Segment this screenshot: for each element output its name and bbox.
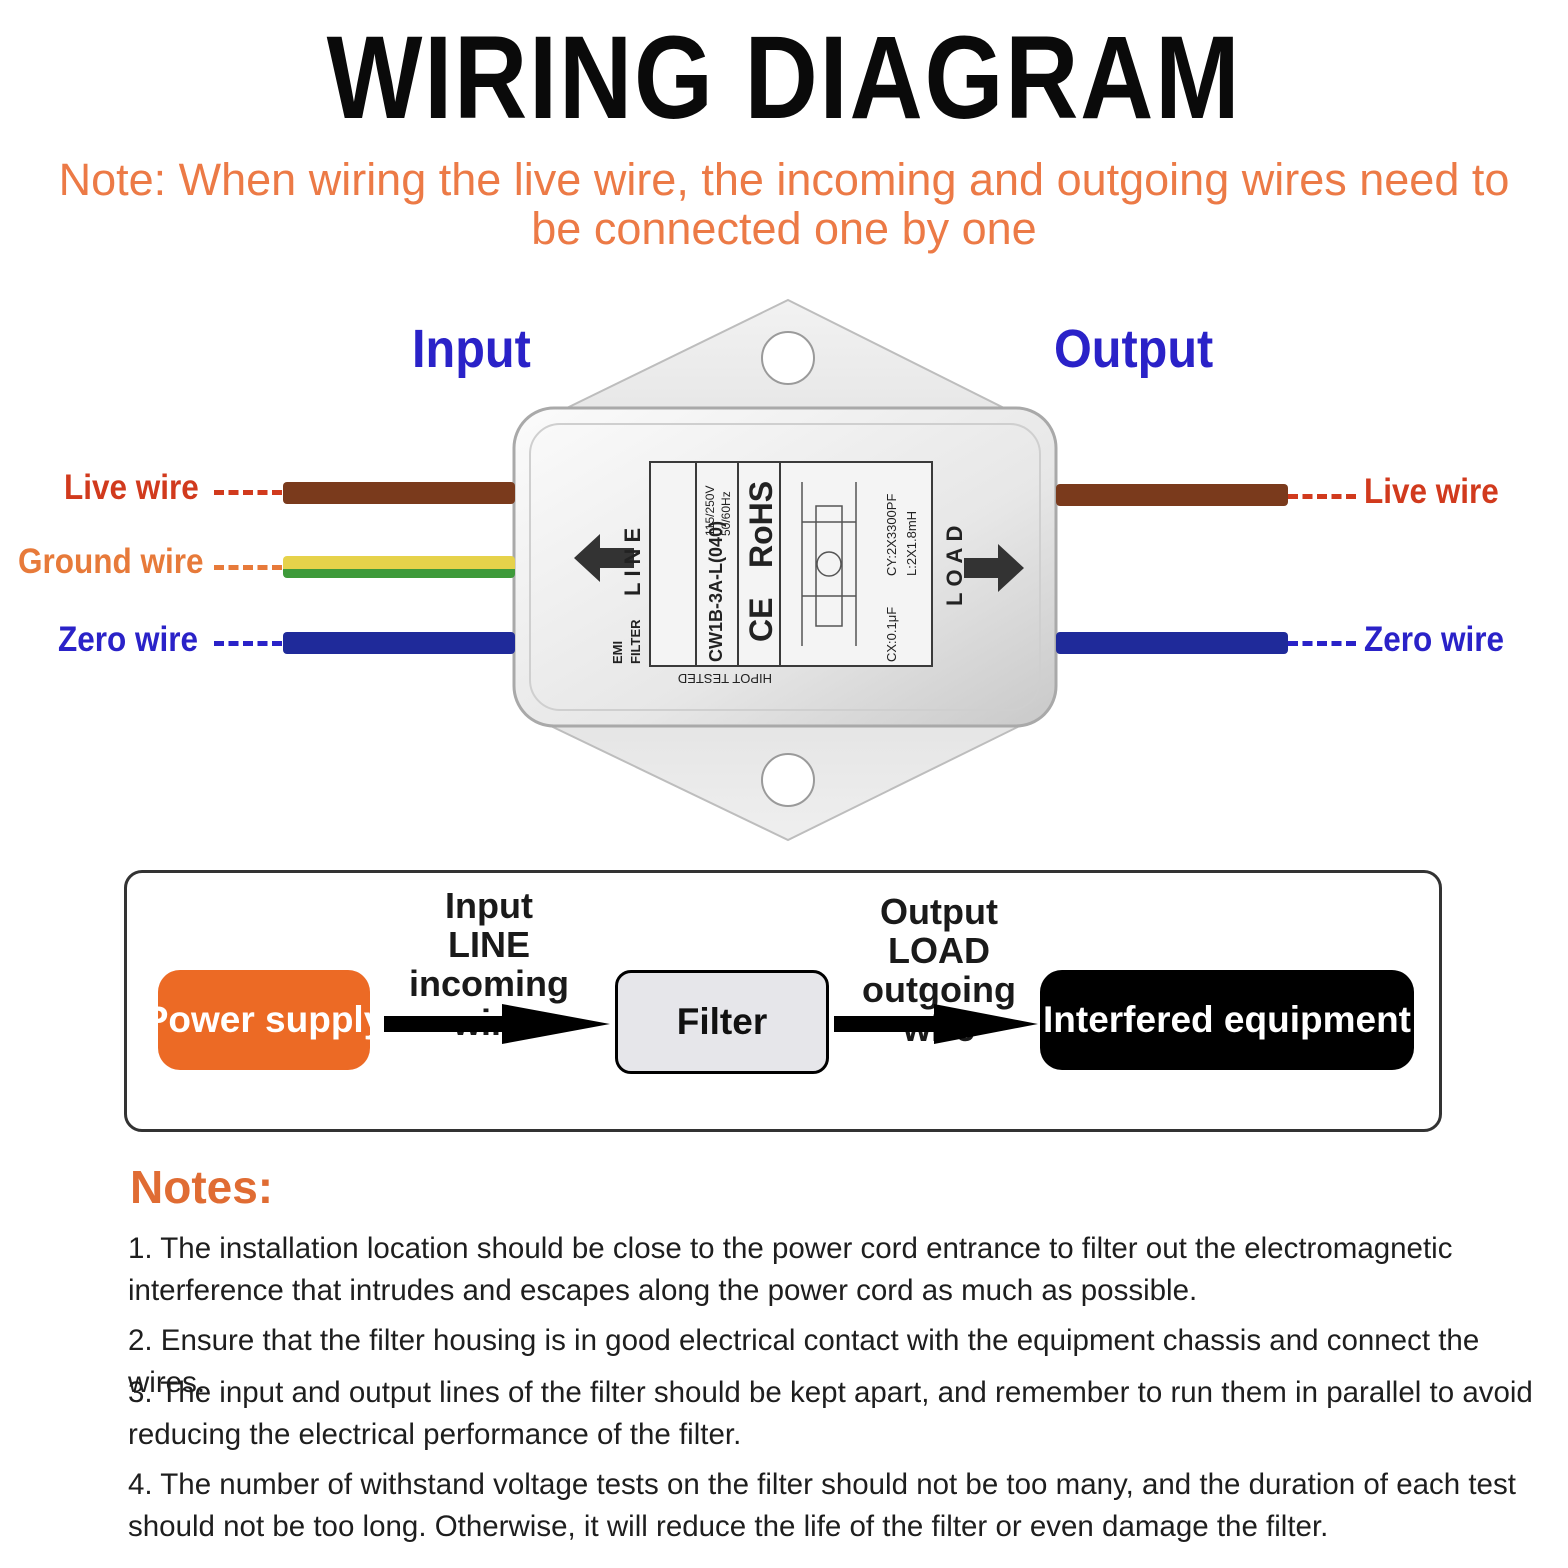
mounting-hole-top bbox=[761, 331, 815, 385]
output-flow-arrow-icon bbox=[834, 1004, 1038, 1044]
left-live-wire bbox=[283, 482, 515, 504]
right-live-wire bbox=[1056, 484, 1288, 506]
left-zero-label: Zero wire bbox=[58, 620, 199, 659]
left-live-label: Live wire bbox=[64, 468, 199, 507]
input-flow-label-line1: Input bbox=[445, 885, 533, 926]
model-text: CW1B-3A-L(040) bbox=[706, 521, 726, 662]
mounting-hole-bottom bbox=[761, 753, 815, 807]
cx-text: CX:0.1μF bbox=[884, 607, 899, 662]
input-flow-arrow-icon bbox=[384, 1004, 610, 1044]
cy-text: CY:2X3300PF bbox=[884, 494, 899, 576]
page-title: WIRING DIAGRAM bbox=[326, 12, 1242, 144]
signal-flow-box bbox=[124, 870, 1442, 1132]
rating-voltage: 115/250V bbox=[703, 486, 717, 537]
left-ground-dash bbox=[214, 565, 282, 570]
right-zero-dash bbox=[1288, 641, 1356, 646]
right-zero-label: Zero wire bbox=[1364, 620, 1505, 659]
left-live-dash bbox=[214, 490, 282, 495]
input-flow-label-line2: LINE incoming bbox=[409, 924, 569, 1004]
line-arrow-icon bbox=[574, 534, 634, 582]
filter-text: FILTER bbox=[628, 619, 643, 664]
rating-frequency: 50/60Hz bbox=[719, 491, 733, 536]
hipot-text: HIPOT TESTED bbox=[678, 671, 772, 686]
left-ground-wire bbox=[283, 556, 515, 578]
interfered-equipment-block: Interfered equipment bbox=[1040, 970, 1414, 1070]
left-zero-wire bbox=[283, 632, 515, 654]
power-supply-block: Power supply bbox=[144, 970, 384, 1070]
line-text: LINE bbox=[620, 522, 645, 596]
note-item-4: 4. The number of withstand voltage tests… bbox=[128, 1468, 1516, 1543]
right-live-dash bbox=[1288, 494, 1356, 499]
filter-block: Filter bbox=[615, 970, 829, 1074]
right-live-label: Live wire bbox=[1364, 472, 1499, 511]
input-label: Input bbox=[412, 319, 531, 379]
inductance-text: L:2X1.8mH bbox=[904, 511, 919, 576]
circuit-schematic bbox=[801, 482, 857, 646]
wiring-note: Note: When wiring the live wire, the inc… bbox=[58, 154, 1510, 254]
note-item-1: 1. The installation location should be c… bbox=[128, 1232, 1453, 1307]
output-flow-label-line1: Output bbox=[880, 891, 998, 932]
note-item-3: 3. The input and output lines of the fil… bbox=[128, 1376, 1533, 1451]
emi-filter-device: LINE LOAD EMI FILTER CW1B-3A-L(040) 115/… bbox=[512, 298, 1058, 842]
right-zero-wire bbox=[1056, 632, 1288, 654]
load-text: LOAD bbox=[942, 520, 967, 606]
left-ground-label: Ground wire bbox=[18, 542, 204, 581]
ce-mark: CE bbox=[743, 598, 779, 642]
output-label: Output bbox=[1054, 319, 1214, 379]
note-item-2: 2. Ensure that the filter housing is in … bbox=[128, 1324, 1480, 1399]
emi-text: EMI bbox=[610, 641, 625, 664]
left-zero-dash bbox=[214, 641, 282, 646]
notes-title: Notes: bbox=[130, 1161, 274, 1213]
output-flow-label-line2: LOAD outgoing bbox=[862, 930, 1016, 1010]
load-arrow-icon bbox=[964, 544, 1024, 592]
rohs-text: RoHS bbox=[743, 481, 779, 568]
